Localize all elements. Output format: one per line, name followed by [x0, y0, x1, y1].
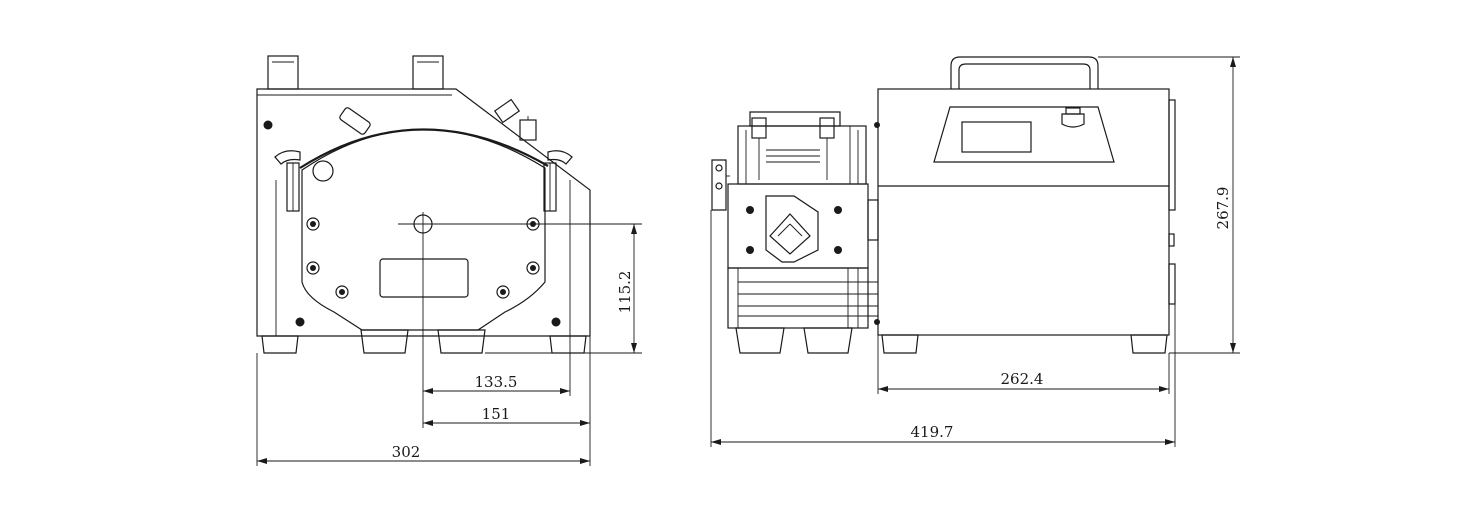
dim-front-width-label: 302 — [392, 443, 421, 461]
dim-front-height: 115.2 — [485, 224, 642, 354]
dim-front-offset-b: 151 — [423, 405, 590, 426]
side-knob — [1061, 107, 1085, 128]
side-drive-body — [874, 56, 1176, 354]
dim-front-width: 302 — [257, 443, 590, 464]
dim-front-offset-b-label: 151 — [482, 405, 511, 423]
side-pump-head — [711, 111, 879, 354]
front-top-clamps — [267, 55, 444, 90]
front-tube-clamps — [274, 150, 573, 212]
dim-front-offset-a-label: 133.5 — [475, 373, 518, 391]
dim-side-total-width: 419.7 — [711, 423, 1175, 445]
side-display — [961, 121, 1032, 153]
front-pump-head — [301, 128, 546, 331]
dim-side-height: 267.9 — [1098, 56, 1240, 354]
dim-front-offset-a: 133.5 — [423, 373, 570, 394]
front-housing — [256, 88, 591, 337]
side-view: 267.9 262.4 419.7 — [710, 56, 1240, 447]
dim-side-height-label: 267.9 — [1214, 187, 1232, 230]
front-bolts — [306, 217, 540, 299]
front-valve — [493, 98, 537, 141]
front-view: 115.2 133.5 151 302 — [256, 55, 642, 466]
dim-side-body-width: 262.4 — [878, 370, 1169, 392]
dim-side-body-width-label: 262.4 — [1001, 370, 1044, 388]
front-label-window — [379, 258, 469, 298]
dim-front-height-label: 115.2 — [616, 271, 634, 314]
front-feet — [261, 329, 587, 354]
side-control-panel — [933, 106, 1115, 163]
dim-side-total-width-label: 419.7 — [911, 423, 954, 441]
